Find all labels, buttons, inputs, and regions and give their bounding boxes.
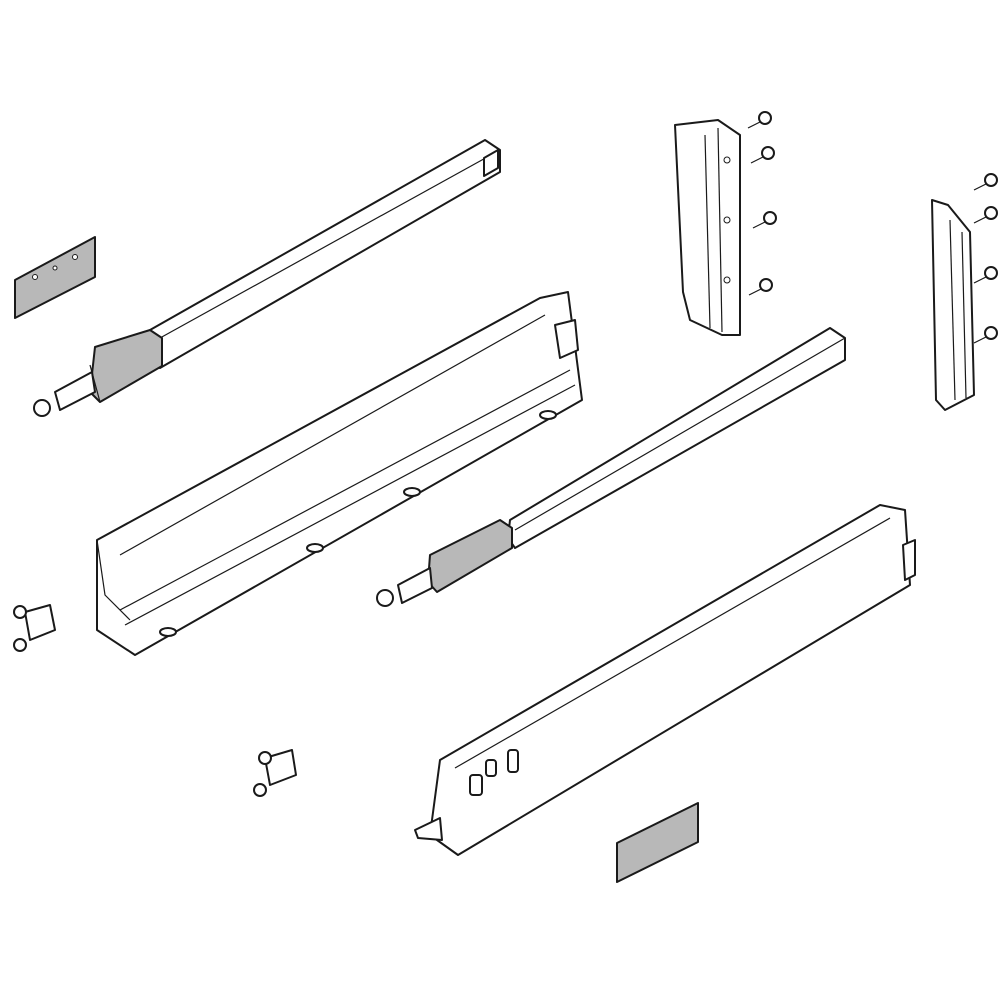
screw-icon [973,266,998,284]
screw-icon [748,278,773,296]
screw-icon [752,211,777,229]
drawer-rail-upper [33,139,501,417]
screw-icon [750,146,775,164]
screw-icon [973,326,998,344]
front-clip-right [253,749,297,797]
drawer-side-profile-left [96,291,583,656]
rear-bracket-left [674,119,741,336]
screw-icon [973,206,998,224]
rear-bracket-right [931,199,975,411]
drawer-side-profile-right [414,504,916,856]
screw-icon [973,173,998,191]
screws [747,111,998,344]
drawer-rail-lower [376,327,846,607]
front-fixing-plate [14,236,96,319]
front-clip-left [13,604,56,652]
cover-cap [616,802,699,883]
screw-icon [747,111,772,129]
